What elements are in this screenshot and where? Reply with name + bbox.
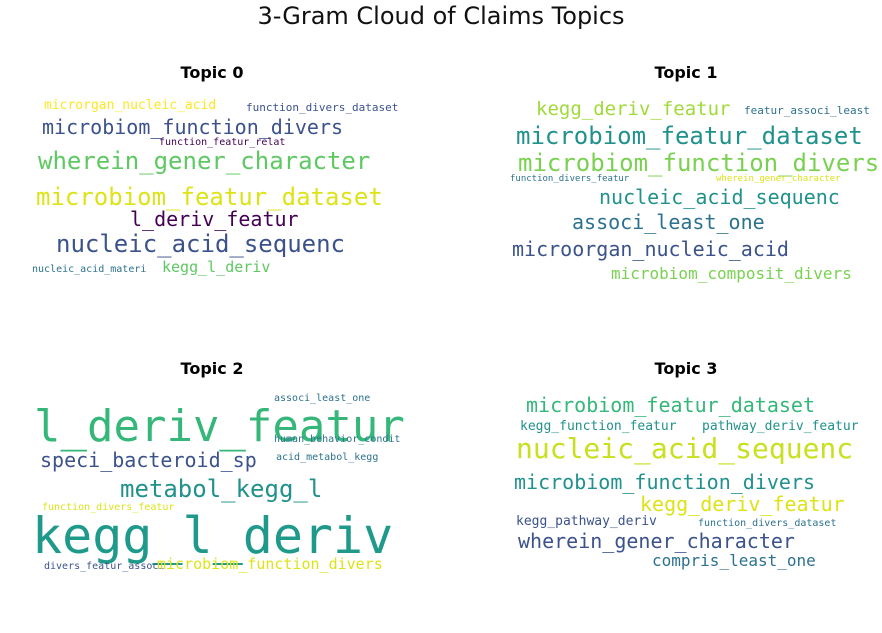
cloud-word: function_divers_featur	[510, 174, 630, 184]
cloud-word: associ_least_one	[274, 393, 370, 404]
cloud-word: kegg_deriv_featur	[536, 98, 730, 120]
cloud-word: microorgan_nucleic_acid	[512, 237, 789, 261]
cloud-word: metabol_kegg_l	[120, 475, 322, 503]
cloud-word: microbiom_featur_dataset	[516, 122, 863, 150]
cloud-word: kegg_l_deriv	[32, 507, 393, 565]
cloud-word: kegg_pathway_deriv	[516, 514, 657, 529]
topic-panel-3: Topic 3 microbiom_featur_dataset kegg_fun…	[486, 359, 882, 589]
topic-title: Topic 1	[654, 63, 718, 82]
topic-panel-0: Topic 0 microrgan_nucleic_acid function_d…	[12, 63, 412, 293]
cloud-word: wherein_gener_character	[716, 174, 841, 184]
cloud-word: l_deriv_featur	[130, 207, 299, 231]
cloud-word: function_divers_dataset	[246, 101, 398, 114]
cloud-word: microbiom_function_divers	[518, 149, 879, 177]
cloud-word: human_behavior_condit	[274, 434, 400, 445]
cloud-word: associ_least_one	[572, 210, 765, 234]
cloud-word: kegg_function_featur	[520, 419, 677, 434]
cloud-word: divers_featur_associ	[44, 561, 164, 572]
cloud-word: microbiom_featur_dataset	[36, 183, 383, 211]
cloud-word: function_divers_dataset	[698, 518, 836, 529]
word-cloud: microrgan_nucleic_acid function_divers_da…	[32, 98, 398, 276]
cloud-word: wherein_gener_character	[38, 147, 370, 175]
cloud-word: microbiom_composit_divers	[611, 264, 852, 283]
cloud-word: microrgan_nucleic_acid	[44, 98, 216, 113]
word-cloud: associ_least_onel_deriv_featurhuman_beha…	[32, 393, 405, 573]
cloud-word: speci_bacteroid_sp	[40, 448, 257, 472]
cloud-word: pathway_deriv_featur	[702, 419, 859, 434]
cloud-word: l_deriv_featur	[34, 401, 405, 452]
cloud-word: microbiom_function_divers	[514, 470, 815, 494]
topic-title: Topic 2	[180, 359, 244, 378]
topic-title: Topic 0	[180, 63, 244, 82]
cloud-word: nucleic_acid_materi	[32, 264, 146, 275]
cloud-word: kegg_deriv_featur	[640, 492, 845, 516]
word-cloud: kegg_deriv_featur featur_associ_leastmicr…	[510, 98, 879, 283]
cloud-word: microbiom_function_divers	[157, 555, 383, 573]
topic-title: Topic 3	[654, 359, 718, 378]
word-cloud: microbiom_featur_dataset kegg_function_fe…	[514, 393, 859, 570]
cloud-word: nucleic_acid_sequenc	[599, 185, 840, 209]
cloud-word: microbiom_featur_dataset	[526, 393, 815, 417]
cloud-word: compris_least_one	[652, 551, 816, 570]
cloud-word: wherein_gener_character	[518, 529, 795, 553]
topic-panel-1: Topic 1 kegg_deriv_featur featur_associ_l…	[486, 63, 882, 293]
cloud-word: featur_associ_least	[744, 104, 870, 117]
cloud-word: kegg_l_deriv	[162, 258, 270, 276]
cloud-word: function_featur_relat	[159, 137, 285, 148]
cloud-word: microbiom_function_divers	[42, 115, 343, 139]
cloud-word: nucleic_acid_sequenc	[516, 432, 853, 466]
cloud-word: acid_metabol_kegg	[276, 452, 378, 463]
cloud-word: function_divers_featur	[42, 502, 174, 513]
chart-title: 3-Gram Cloud of Claims Topics	[257, 2, 625, 30]
cloud-word: nucleic_acid_sequenc	[56, 230, 345, 258]
